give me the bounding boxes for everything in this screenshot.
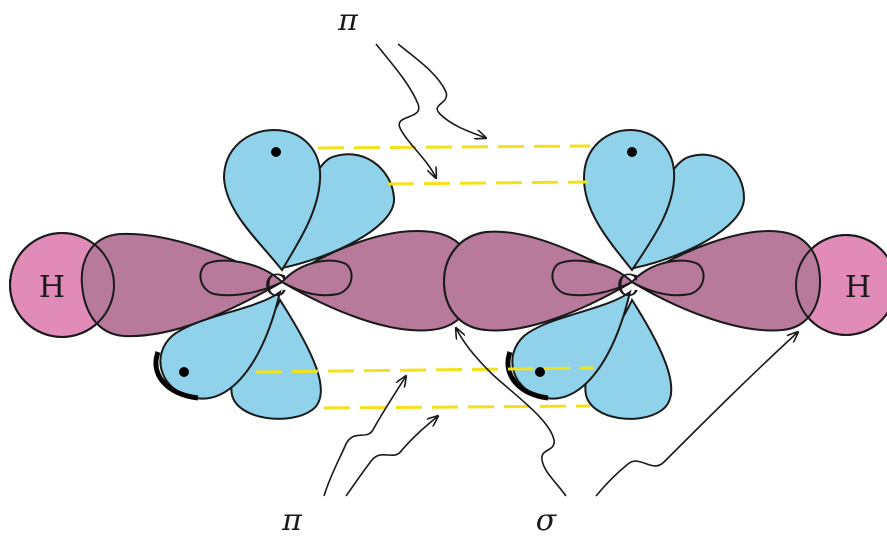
electron-dot-bottom-right	[535, 367, 545, 377]
cc-sigma-overlap-outline	[442, 231, 487, 331]
electron-dot-bottom-left	[179, 367, 189, 377]
hydrogen-right-overlap-outline	[795, 234, 887, 336]
pi-arrow-top-2	[397, 43, 486, 138]
pi-arrow-bottom-1	[323, 376, 406, 497]
lobe-shadow-right	[505, 351, 549, 401]
sigma-arrow-cc	[456, 328, 567, 497]
small-lobe-c2-left	[551, 259, 634, 297]
hydrogen-right-label: H	[845, 270, 871, 305]
p-orbital-front-top-left	[222, 128, 322, 272]
pi-overlap-line-bottom-2	[323, 404, 591, 410]
p-orbital-front-bottom-left	[159, 289, 282, 400]
sigma-label: σ	[536, 503, 558, 538]
sigma-arrow-ch	[595, 332, 798, 497]
pi-overlap-line-top-1	[317, 144, 591, 150]
p-orbital-front-top-right	[582, 128, 676, 272]
small-lobe-c1-right	[280, 259, 353, 297]
hydrogen-left-overlap-outline	[9, 232, 115, 338]
pi-label-bottom: π	[281, 503, 303, 538]
pi-overlap-line-top-2	[387, 180, 589, 186]
lobe-shadow-left	[153, 351, 199, 401]
electron-dot-top-right	[627, 147, 637, 157]
carbon-left-label: C	[265, 269, 288, 304]
pi-arrow-bottom-2	[345, 416, 438, 497]
small-lobe-c2-right	[630, 259, 705, 297]
electron-dot-top-left	[271, 147, 281, 157]
sigma-lobe-c2-hydrogen	[630, 230, 822, 332]
carbon-right-label: C	[617, 269, 640, 304]
pi-arrow-top-1	[375, 43, 436, 178]
pi-overlap-line-bottom-1	[255, 366, 595, 374]
small-lobe-c1-left	[199, 259, 284, 297]
hydrogen-left-label: H	[39, 270, 65, 305]
pi-label-top: π	[337, 3, 359, 38]
